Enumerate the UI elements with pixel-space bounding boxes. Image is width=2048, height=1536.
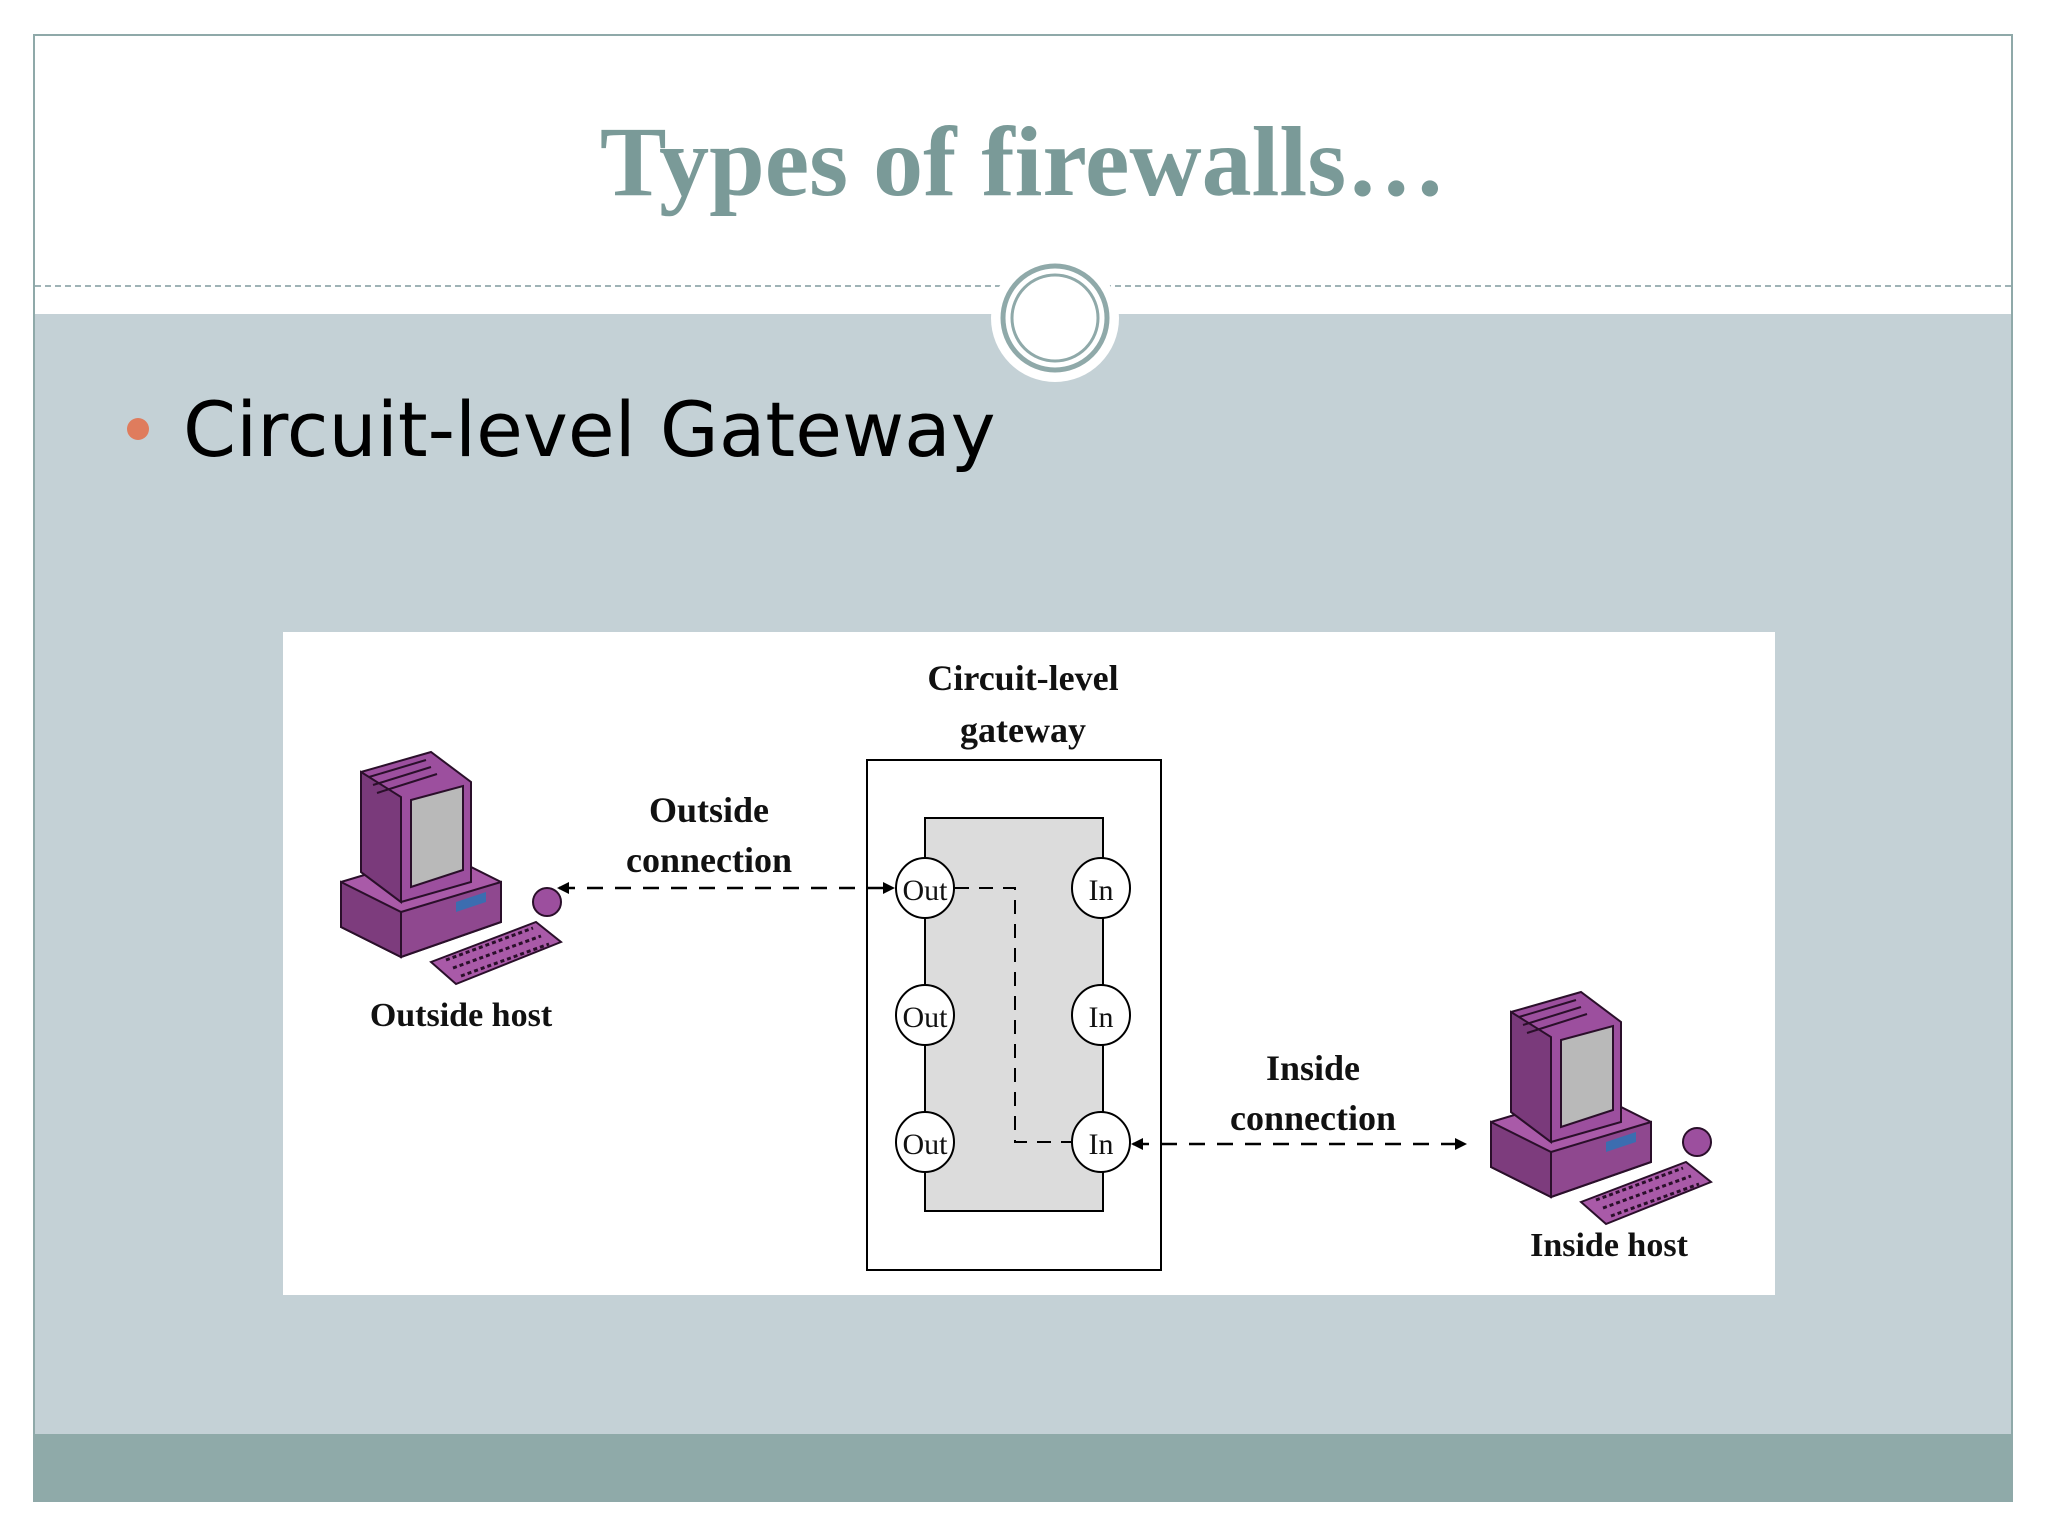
title-ornament-circle-icon — [991, 254, 1119, 382]
circuit-gateway-diagram: Circuit-level gateway Out Out Out — [340, 658, 1713, 1271]
port-in-3-label: In — [1089, 1128, 1114, 1161]
outside-connection-label-line1: Outside — [649, 790, 769, 830]
footer-band — [35, 1434, 2011, 1500]
inside-connection-label-line1: Inside — [1266, 1048, 1360, 1088]
port-out-3-label: Out — [903, 1128, 949, 1161]
slide-title: Types of firewalls… — [599, 106, 1447, 217]
gateway-label-line2: gateway — [960, 710, 1086, 750]
port-out-3: Out — [895, 1111, 955, 1173]
port-in-1: In — [1071, 857, 1131, 919]
inside-host-label: Inside host — [1530, 1227, 1688, 1264]
port-out-1: Out — [895, 857, 955, 919]
inside-connection-label-line2: connection — [1230, 1098, 1396, 1138]
bullet-text: Circuit-level Gateway — [183, 385, 996, 474]
port-out-2: Out — [895, 984, 955, 1046]
outside-host-computer-icon — [340, 750, 563, 986]
port-in-3: In — [1071, 1111, 1131, 1173]
outside-connection-label-line2: connection — [626, 840, 792, 880]
slide: Types of firewalls… Circuit-level Gatewa… — [33, 34, 2013, 1502]
inside-host-computer-icon — [1490, 990, 1713, 1226]
port-out-2-label: Out — [903, 1001, 949, 1034]
content-area: Circuit-level Gateway Circuit-level gate… — [35, 314, 2011, 1434]
bullet-dot-icon — [127, 418, 149, 440]
port-in-1-label: In — [1089, 874, 1114, 907]
port-in-2-label: In — [1089, 1001, 1114, 1034]
gateway-label-line1: Circuit-level — [927, 658, 1118, 698]
outside-host-label: Outside host — [370, 997, 553, 1034]
port-in-2: In — [1071, 984, 1131, 1046]
relay-path — [955, 887, 1071, 1143]
diagram-panel: Circuit-level gateway Out Out Out — [283, 632, 1775, 1295]
port-out-1-label: Out — [903, 874, 949, 907]
